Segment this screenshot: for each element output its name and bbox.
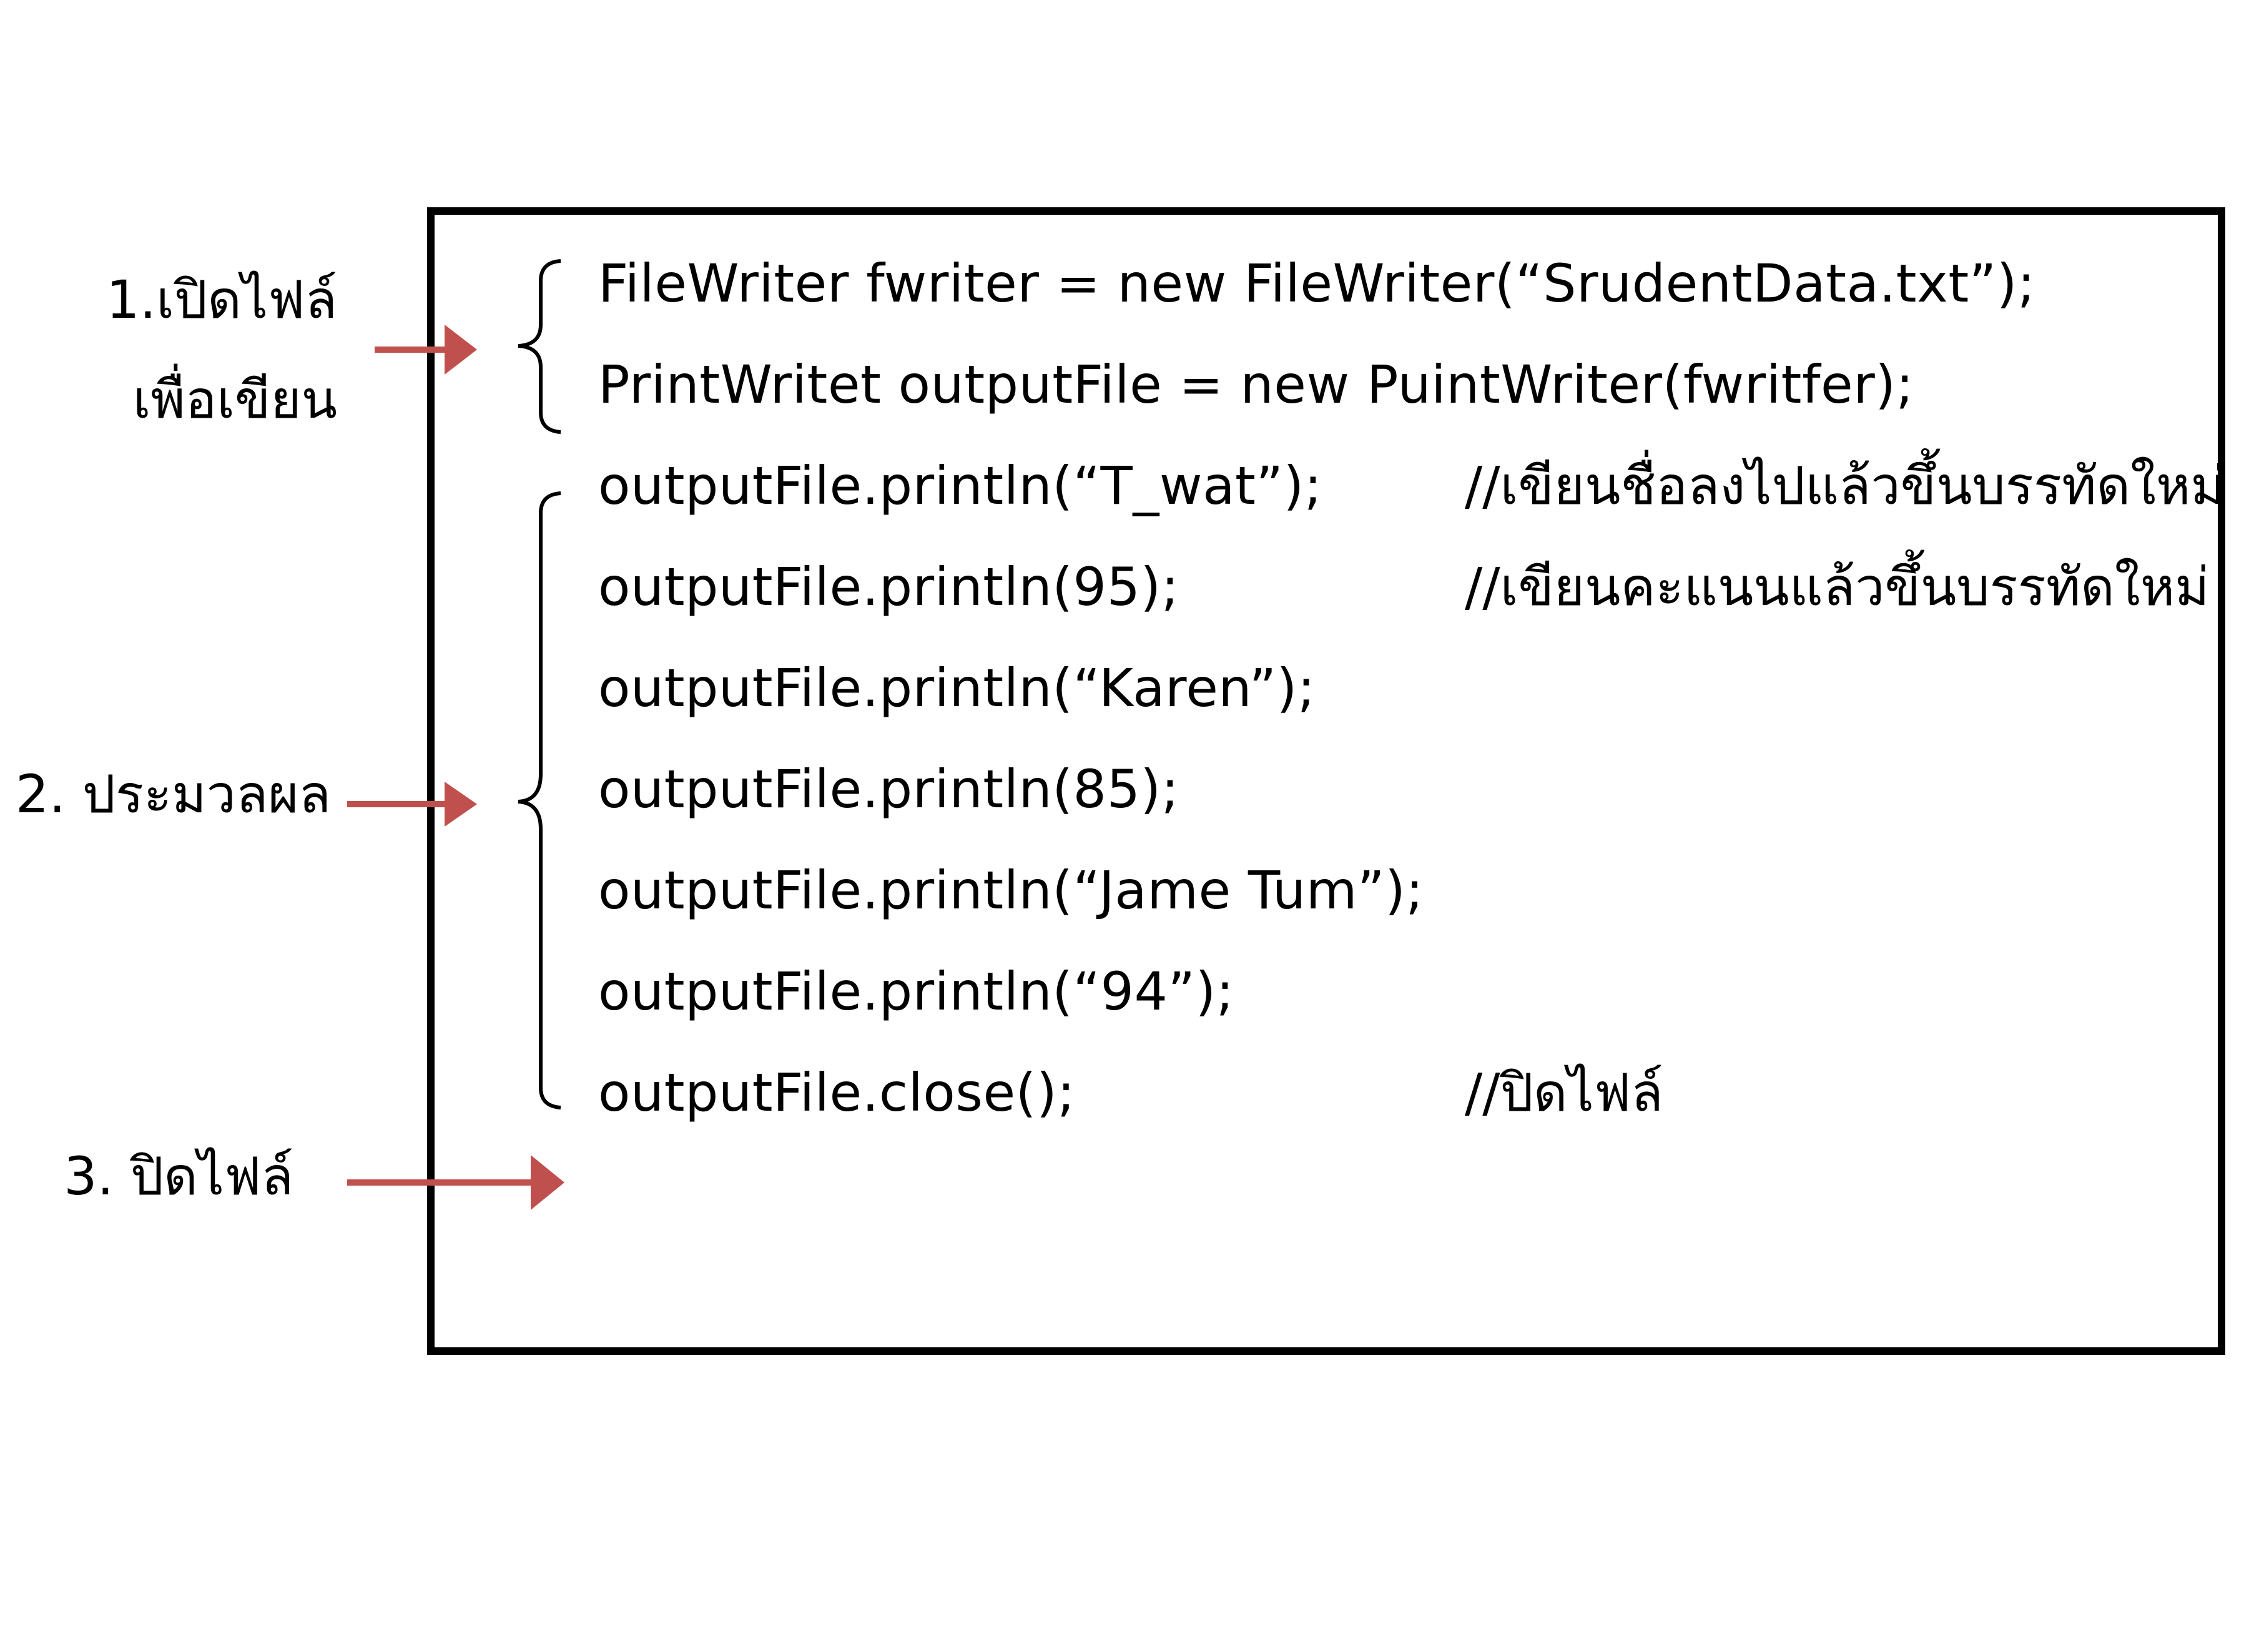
code-line-6: outputFile.println(85); (598, 759, 1179, 820)
arrow-step-1 (375, 325, 477, 375)
comment-line-9: //ปิดไฟล์ (1465, 1062, 1663, 1123)
comment-line-3: //เขียนชื่อลงไปแล้วขึ้นบรรทัดใหม่ (1465, 455, 2225, 516)
brace-process (518, 491, 561, 1109)
step-2-label: 2. ประมวลผล (15, 764, 331, 825)
code-line-4: outputFile.println(95); (598, 556, 1179, 617)
code-box (427, 207, 2225, 1355)
code-line-8: outputFile.println(“94”); (598, 961, 1234, 1022)
step-3-label: 3. ปิดไฟล์ (64, 1146, 293, 1207)
step-1-label-line1: 1.เปิดไฟล์ (106, 269, 337, 330)
code-line-5: outputFile.println(“Karen”); (598, 657, 1316, 719)
arrow-step-3 (347, 1155, 564, 1210)
step-1-label-line2: เพื่อเขียน (132, 369, 337, 430)
brace-open-file (518, 259, 561, 434)
code-line-7: outputFile.println(“Jame Tum”); (598, 860, 1424, 921)
arrow-step-2 (347, 782, 477, 827)
code-line-9: outputFile.close(); (598, 1062, 1076, 1123)
comment-line-4: //เขียนคะแนนแล้วขึ้นบรรทัดใหม่ (1465, 556, 2210, 617)
code-line-1: FileWriter fwriter = new FileWriter(“Sru… (598, 253, 2035, 314)
code-line-2: PrintWritet outputFile = new PuintWriter… (598, 354, 1914, 415)
code-line-3: outputFile.println(“T_wat”); (598, 455, 1322, 516)
